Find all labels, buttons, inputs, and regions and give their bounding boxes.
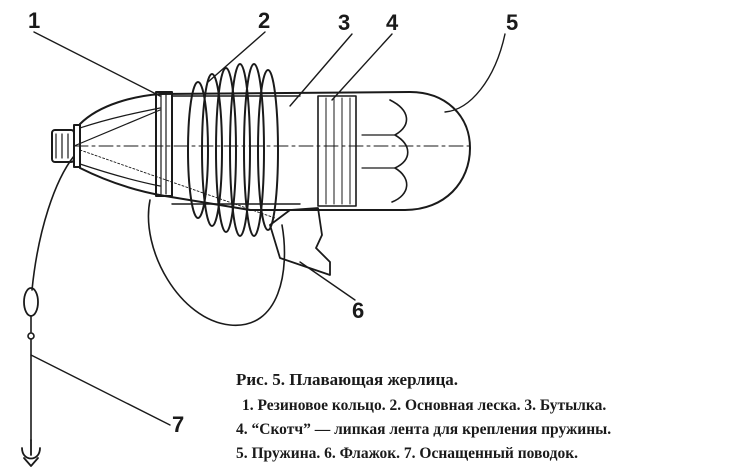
bottle-outline: [79, 91, 471, 211]
float: [23, 287, 39, 317]
rubber-ring: [155, 91, 173, 197]
caption-line-1: 1. Резиновое кольцо. 2. Основная леска. …: [242, 397, 607, 414]
tape-band: [317, 95, 357, 207]
leader-line: [31, 155, 75, 291]
caption-title: Рис. 5. Плавающая жерлица.: [236, 370, 459, 389]
caption-line-3: 5. Пружина. 6. Флажок. 7. Оснащенный пов…: [236, 445, 578, 462]
callout-3: 3: [338, 10, 350, 35]
callout-7: 7: [172, 412, 184, 437]
treble-hook: [21, 439, 41, 467]
figure-caption: Рис. 5. Плавающая жерлица. 1. Резиновое …: [236, 368, 741, 466]
main-line-loop: [147, 199, 286, 326]
callout-1: 1: [28, 8, 40, 33]
spring-coils: [187, 63, 279, 237]
flag: [269, 207, 331, 276]
callout-5: 5: [506, 10, 518, 35]
bottle-cap: [51, 129, 75, 163]
callout-6: 6: [352, 298, 364, 323]
caption-line-2: 4. “Скотч” — липкая лента для крепления …: [236, 421, 612, 438]
callout-4: 4: [386, 10, 399, 35]
callout-2: 2: [258, 8, 270, 33]
